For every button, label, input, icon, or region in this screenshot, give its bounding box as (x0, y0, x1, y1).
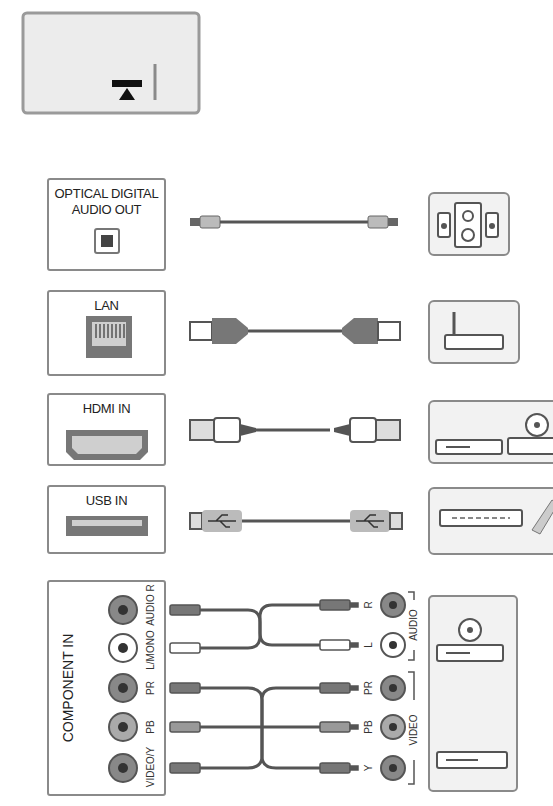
port-name: OPTICAL DIGITAL AUDIO OUT (49, 180, 164, 218)
port-panel: OPTICAL DIGITAL AUDIO OUT (47, 178, 166, 271)
tv-arrow (119, 88, 135, 100)
lan-port-pins (92, 322, 126, 346)
hdmi-cable (190, 418, 400, 442)
jack-label: R (363, 600, 375, 609)
lan-port (86, 316, 132, 358)
tv-edge (154, 64, 157, 100)
jack-label: L (363, 641, 375, 649)
jack-label: PB (145, 719, 157, 734)
tv-icon (23, 13, 199, 113)
usb-cable (190, 510, 402, 532)
jack-label: AUDIO (408, 608, 420, 642)
jack-label: Y (363, 764, 375, 773)
optical-port (95, 229, 119, 253)
component-cables (200, 605, 320, 768)
port-name: LAN (49, 292, 164, 314)
speaker-device (429, 193, 509, 255)
disc-player-devices (429, 401, 553, 463)
port-panel: USB IN (47, 485, 166, 554)
component-jacks-left (109, 596, 137, 782)
component-device (429, 596, 517, 791)
jack-label: PR (145, 680, 157, 696)
jack-label: L/MONO (145, 629, 157, 670)
hdmi-port (66, 430, 148, 460)
jack-label: PR (363, 680, 375, 696)
port-name: USB IN (49, 487, 164, 509)
port-name: COMPONENT IN (60, 634, 76, 743)
jack-label: VIDEO (408, 713, 420, 746)
component-plugs (170, 600, 358, 773)
tv-port-mark (112, 80, 142, 87)
jack-label: AUDIO R (145, 583, 157, 627)
optical-port-core (101, 235, 113, 247)
usb-port-tongue (72, 520, 142, 526)
hdmi-port-inner (72, 436, 142, 454)
port-panel: LAN (47, 290, 166, 376)
component-source-devices (437, 619, 507, 768)
lan-pin-lines (96, 324, 124, 338)
jack-label: VIDEO/Y (145, 746, 157, 789)
optical-cable (190, 216, 398, 228)
jack-label: PB (363, 719, 375, 734)
usb-storage-device (429, 488, 553, 554)
usb-port (66, 516, 148, 536)
port-panel: HDMI IN (47, 393, 166, 466)
port-name: HDMI IN (49, 395, 164, 417)
lan-cable (190, 318, 400, 344)
component-jacks-right (381, 593, 405, 780)
router-device (429, 301, 519, 363)
